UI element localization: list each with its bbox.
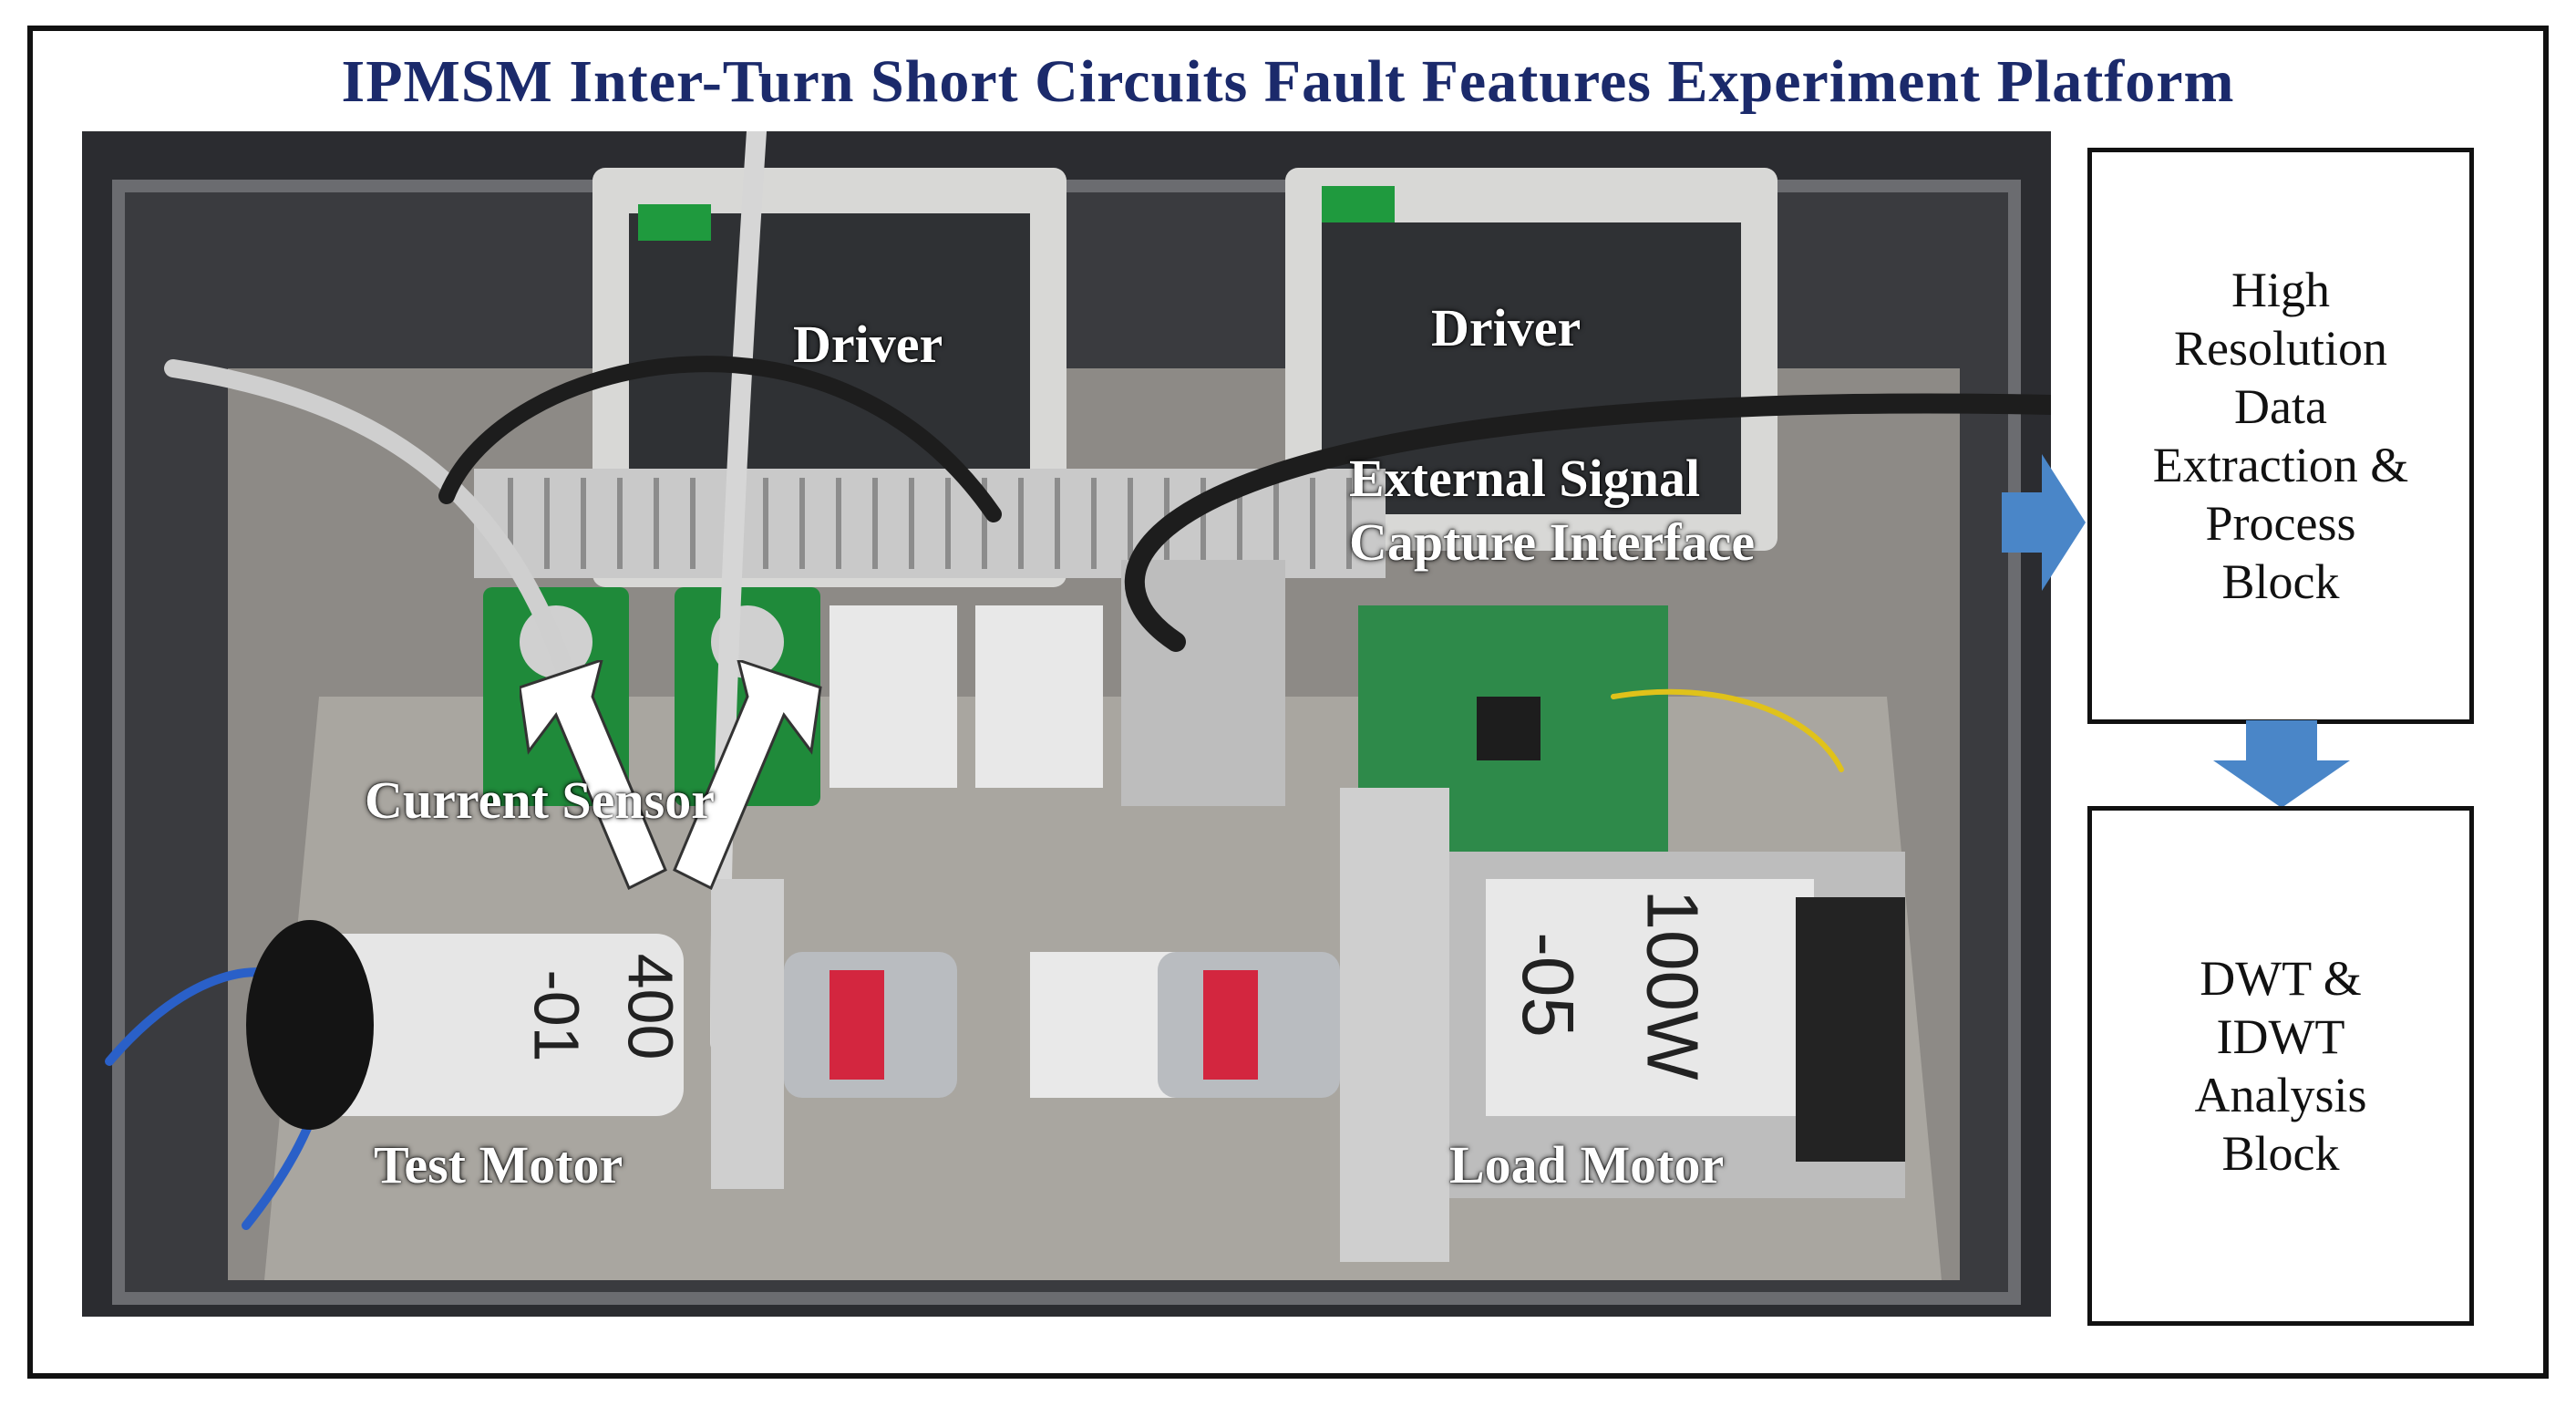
analysis-block-line-2: IDWT: [2216, 1009, 2345, 1064]
label-external-line2: Capture Interface: [1349, 512, 1756, 572]
extraction-block-line-6: Block: [2221, 554, 2340, 609]
load-motor-tag-1: 100W: [1632, 889, 1714, 1080]
label-load-motor: Load Motor: [1449, 1135, 1725, 1194]
test-motor-body: [246, 879, 784, 1189]
analysis-block-line-3: Analysis: [2194, 1068, 2367, 1122]
load-motor-body: [1340, 788, 1905, 1262]
load-motor-tag-2: -05: [1507, 932, 1589, 1038]
arrow-right-icon: [2002, 454, 2086, 591]
arrow-up-right-icon: [673, 660, 822, 891]
analysis-block-line-4: Block: [2221, 1126, 2340, 1181]
analysis-block-line-1: DWT &: [2200, 951, 2362, 1006]
figure-title: IPMSM Inter-Turn Short Circuits Fault Fe…: [341, 48, 2235, 115]
extraction-block-line-1: High: [2231, 263, 2330, 317]
test-motor-tag-1: 400: [614, 953, 686, 1060]
label-external-line1: External Signal: [1349, 449, 1701, 508]
extraction-block-line-4: Extraction &: [2152, 438, 2409, 492]
label-test-motor: Test Motor: [374, 1135, 623, 1194]
arrow-down-icon: [2213, 720, 2350, 808]
driver-right-unit: [1285, 168, 1777, 551]
label-driver-right: Driver: [1431, 298, 1582, 357]
sensor-pointer-arrows: [520, 660, 822, 891]
label-driver-left: Driver: [793, 315, 943, 374]
extraction-block-line-5: Process: [2205, 496, 2356, 551]
extraction-block-line-2: Resolution: [2173, 321, 2387, 376]
test-motor-tag-2: -01: [520, 969, 592, 1062]
label-current-sensor: Current Sensor: [365, 770, 715, 830]
couplings: [784, 952, 1340, 1098]
extraction-block-line-3: Data: [2234, 379, 2327, 434]
label-external-signal: External Signal Capture Interface: [1349, 447, 1755, 574]
arrow-up-left-icon: [520, 660, 667, 891]
experiment-photo: 400 -01 100W -05 Driver Driver External …: [82, 131, 2051, 1317]
photo-illustration: [82, 131, 2051, 1317]
